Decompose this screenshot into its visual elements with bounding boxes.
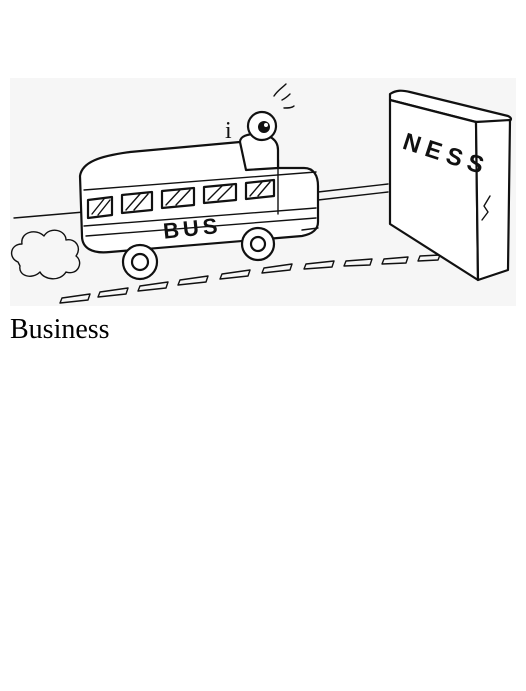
rider-character: i bbox=[225, 83, 295, 172]
bus-label: BUS bbox=[162, 213, 223, 244]
bus-windows bbox=[86, 178, 276, 220]
road bbox=[13, 183, 441, 304]
bus-wheel-front bbox=[240, 226, 276, 262]
bus-wheel-rear bbox=[121, 243, 159, 281]
caption: Business bbox=[10, 314, 110, 345]
ness-wall: NESS bbox=[388, 89, 513, 282]
rider-letter: i bbox=[225, 118, 232, 144]
bus-ness-illustration: BUS i NESS bbox=[10, 78, 516, 306]
rider-eye bbox=[258, 121, 270, 133]
dust-cloud bbox=[11, 229, 81, 280]
